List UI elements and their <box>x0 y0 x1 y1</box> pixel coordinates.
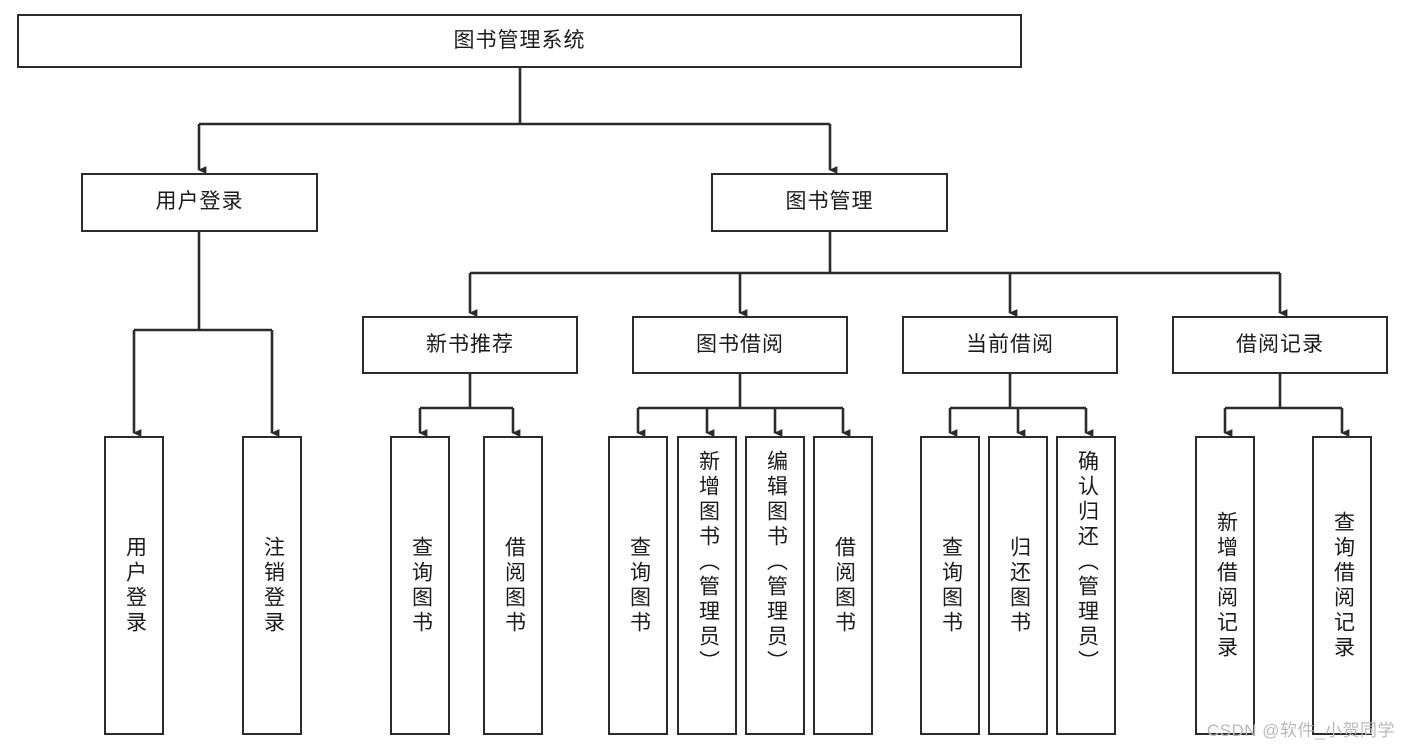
node-leaf-query-book-3-label: 查询图书 <box>939 535 963 636</box>
node-root[interactable]: 图书管理系统 <box>17 14 1022 68</box>
node-book-manage-label: 图书管理 <box>785 190 874 214</box>
node-leaf-return-book[interactable]: 归还图书 <box>988 436 1048 735</box>
node-leaf-edit-book[interactable]: 编辑图书（管理员） <box>745 436 805 735</box>
node-leaf-query-record[interactable]: 查询借阅记录 <box>1312 436 1372 735</box>
node-leaf-query-book-2[interactable]: 查询图书 <box>608 436 668 735</box>
node-book-borrow[interactable]: 图书借阅 <box>632 316 848 374</box>
node-leaf-query-book-2-label: 查询图书 <box>627 535 651 636</box>
node-book-borrow-label: 图书借阅 <box>696 332 784 356</box>
node-leaf-query-record-label: 查询借阅记录 <box>1331 510 1355 661</box>
node-leaf-user-logout-label: 注销登录 <box>261 535 285 636</box>
node-leaf-user-login[interactable]: 用户登录 <box>104 436 164 735</box>
node-leaf-borrow-book-1-label: 借阅图书 <box>502 535 526 636</box>
node-leaf-borrow-book-2-label: 借阅图书 <box>832 535 856 636</box>
node-leaf-add-book-label: 新增图书（管理员） <box>696 450 720 675</box>
node-leaf-confirm-return-label: 确认归还（管理员） <box>1075 450 1099 675</box>
node-leaf-return-book-label: 归还图书 <box>1007 535 1031 636</box>
node-leaf-add-record[interactable]: 新增借阅记录 <box>1195 436 1255 735</box>
node-root-label: 图书管理系统 <box>453 28 586 52</box>
node-leaf-borrow-book-1[interactable]: 借阅图书 <box>483 436 543 735</box>
node-leaf-add-book[interactable]: 新增图书（管理员） <box>677 436 737 735</box>
node-new-book-rec[interactable]: 新书推荐 <box>362 316 578 374</box>
node-user-login[interactable]: 用户登录 <box>81 173 318 232</box>
node-leaf-add-record-label: 新增借阅记录 <box>1214 510 1238 661</box>
node-leaf-borrow-book-2[interactable]: 借阅图书 <box>813 436 873 735</box>
csdn-watermark: CSDN @软件_小贺同学 <box>1206 721 1395 740</box>
node-current-borrow-label: 当前借阅 <box>966 332 1054 356</box>
node-borrow-record[interactable]: 借阅记录 <box>1172 316 1388 374</box>
node-leaf-confirm-return[interactable]: 确认归还（管理员） <box>1056 436 1116 735</box>
node-book-manage[interactable]: 图书管理 <box>711 173 948 232</box>
node-leaf-user-login-label: 用户登录 <box>123 535 147 636</box>
node-leaf-query-book-1-label: 查询图书 <box>409 535 433 636</box>
node-borrow-record-label: 借阅记录 <box>1236 332 1324 356</box>
node-user-login-label: 用户登录 <box>155 190 244 214</box>
node-new-book-rec-label: 新书推荐 <box>426 332 514 356</box>
node-current-borrow[interactable]: 当前借阅 <box>902 316 1118 374</box>
node-leaf-query-book-1[interactable]: 查询图书 <box>390 436 450 735</box>
node-leaf-edit-book-label: 编辑图书（管理员） <box>764 450 788 675</box>
node-leaf-query-book-3[interactable]: 查询图书 <box>920 436 980 735</box>
node-leaf-user-logout[interactable]: 注销登录 <box>242 436 302 735</box>
